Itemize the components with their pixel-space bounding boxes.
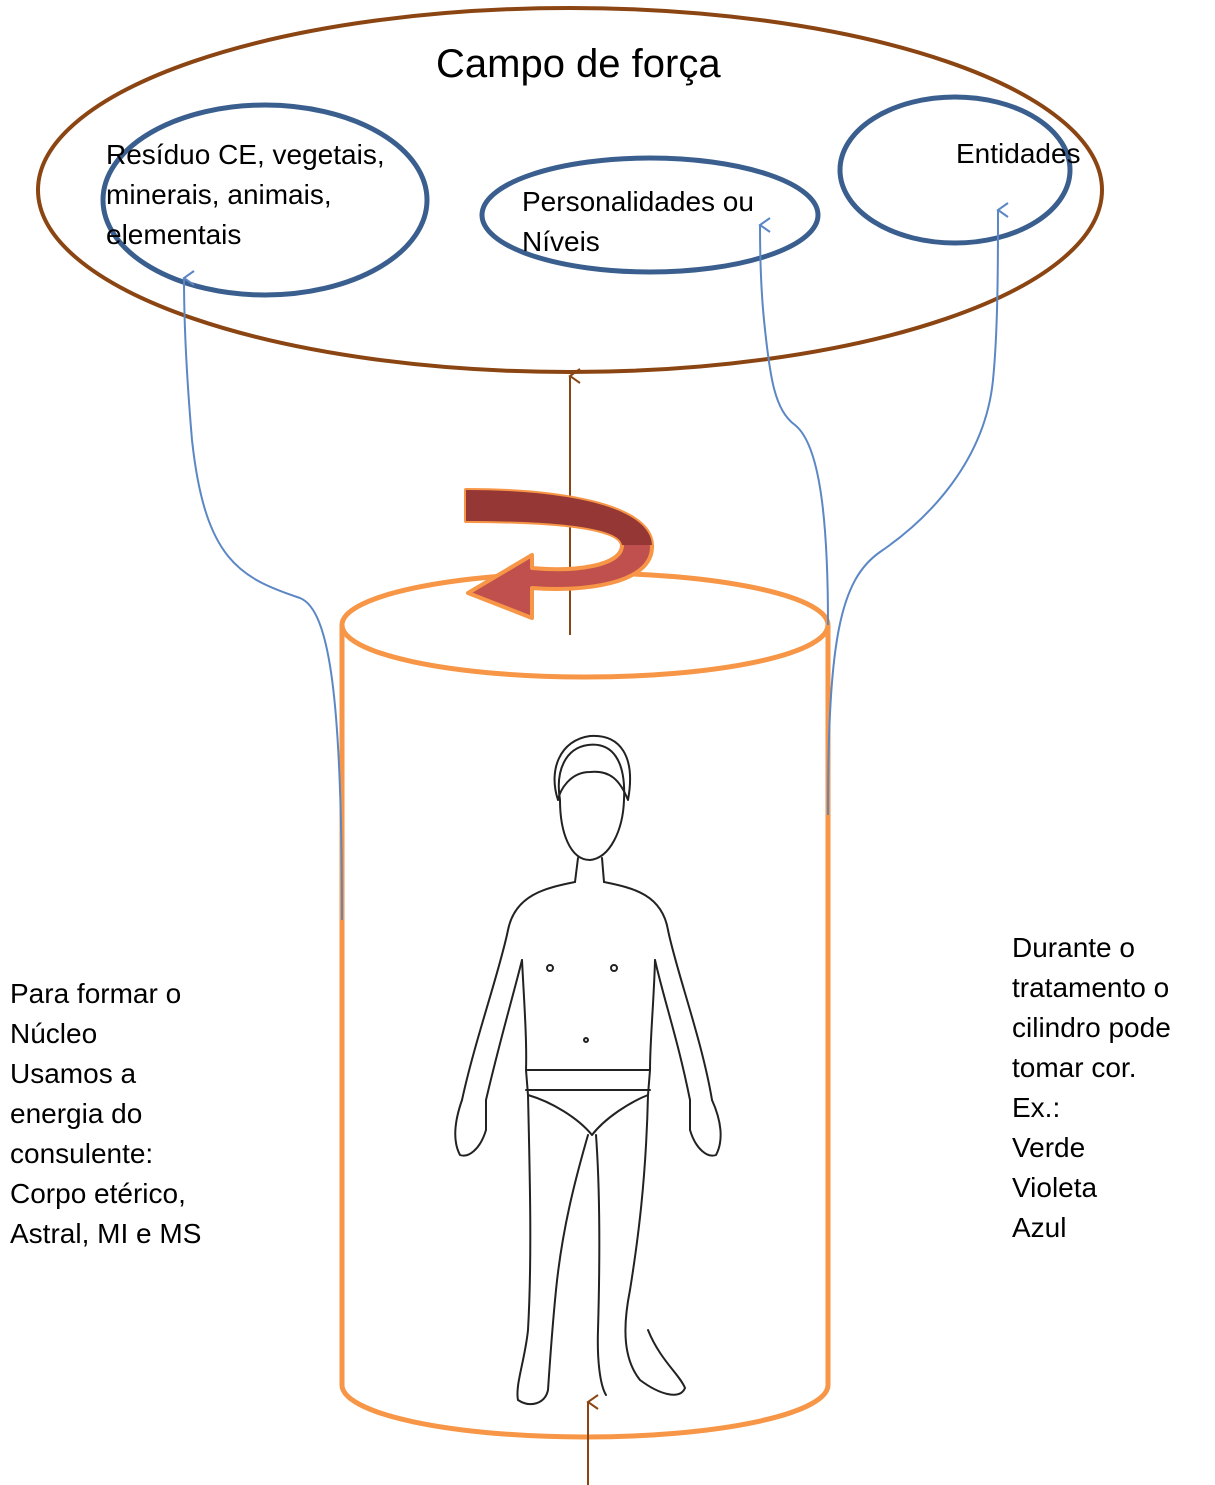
entidades-label: Entidades [956, 134, 1081, 174]
right-note-line-4: tomar cor. [1012, 1048, 1171, 1088]
left-note-line-7: Astral, MI e MS [10, 1214, 201, 1254]
left-note: Para formar o Núcleo Usamos a energia do… [10, 974, 201, 1254]
connector-right [828, 210, 998, 815]
right-note-line-5: Ex.: [1012, 1088, 1171, 1128]
figure-navel [584, 1038, 588, 1042]
figure-left-hand [455, 1100, 486, 1156]
figure-left-nipple [547, 965, 553, 971]
figure-head [559, 745, 624, 860]
personalidades-line-2: Níveis [522, 222, 754, 262]
right-note-line-3: cilindro pode [1012, 1008, 1171, 1048]
residuo-line-2: minerais, animais, [106, 175, 385, 215]
human-figure [455, 736, 720, 1404]
left-note-line-2: Núcleo [10, 1014, 201, 1054]
figure-right-nipple [611, 965, 617, 971]
figure-left-leg [517, 1095, 588, 1404]
right-note: Durante o tratamento o cilindro pode tom… [1012, 928, 1171, 1248]
left-note-line-6: Corpo etérico, [10, 1174, 201, 1214]
right-note-line-1: Durante o [1012, 928, 1171, 968]
diagram-title: Campo de força [436, 42, 721, 87]
rotation-arrow-top-band [466, 490, 652, 545]
cylinder [342, 573, 828, 1437]
figure-right-hand [690, 1100, 721, 1156]
residuo-line-3: elementais [106, 215, 385, 255]
figure-inner-arms [486, 960, 690, 1100]
residuo-label: Resíduo CE, vegetais, minerais, animais,… [106, 135, 385, 255]
right-note-line-8: Azul [1012, 1208, 1171, 1248]
personalidades-line-1: Personalidades ou [522, 182, 754, 222]
right-note-line-2: tratamento o [1012, 968, 1171, 1008]
right-note-line-6: Verde [1012, 1128, 1171, 1168]
figure-torso [462, 882, 712, 1100]
residuo-line-1: Resíduo CE, vegetais, [106, 135, 385, 175]
connector-left [184, 278, 342, 920]
cylinder-bottom [342, 1385, 828, 1437]
left-note-line-4: energia do [10, 1094, 201, 1134]
personalidades-label: Personalidades ou Níveis [522, 182, 754, 262]
left-note-line-1: Para formar o [10, 974, 201, 1014]
figure-neck [575, 858, 604, 882]
right-note-line-7: Violeta [1012, 1168, 1171, 1208]
figure-underwear [526, 1070, 650, 1135]
figure-right-leg [596, 1095, 685, 1395]
entidades-line-1: Entidades [956, 134, 1081, 174]
figure-waist [522, 960, 655, 1070]
connector-middle [760, 225, 828, 625]
left-note-line-5: consulente: [10, 1134, 201, 1174]
left-note-line-3: Usamos a [10, 1054, 201, 1094]
